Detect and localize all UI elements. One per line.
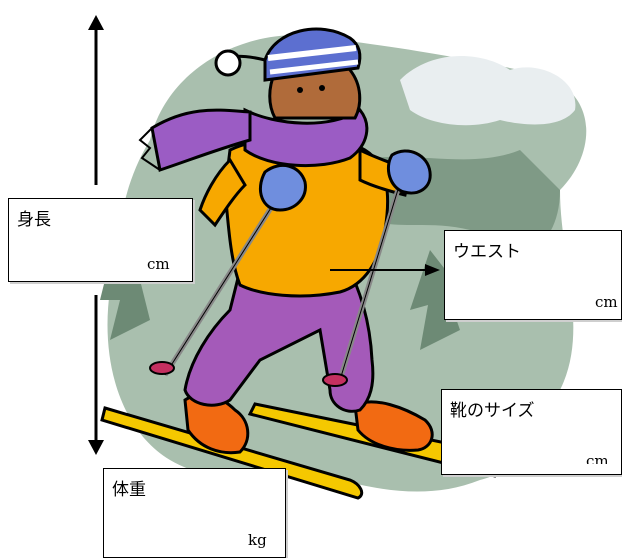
waist-box[interactable]: ウエスト cm	[444, 230, 622, 320]
height-box[interactable]: 身長 cm	[8, 198, 193, 282]
height-unit: cm	[147, 255, 170, 273]
waist-label: ウエスト	[453, 242, 521, 262]
boots	[183, 393, 434, 455]
shoe-size-label: 靴のサイズ	[450, 401, 535, 421]
pants	[183, 258, 375, 413]
arrow-down-icon	[88, 295, 104, 455]
shoe-size-unit: cm	[586, 452, 609, 464]
scarf	[138, 107, 369, 172]
weight-unit: kg	[248, 531, 267, 549]
head	[214, 27, 362, 120]
arrow-right-icon	[330, 264, 440, 276]
weight-label: 体重	[112, 480, 146, 500]
shoe-size-box[interactable]: 靴のサイズ cm	[441, 389, 622, 475]
weight-box[interactable]: 体重 kg	[103, 468, 286, 558]
height-label: 身長	[17, 210, 51, 230]
waist-unit: cm	[595, 293, 618, 311]
arrow-up-icon	[88, 15, 104, 185]
